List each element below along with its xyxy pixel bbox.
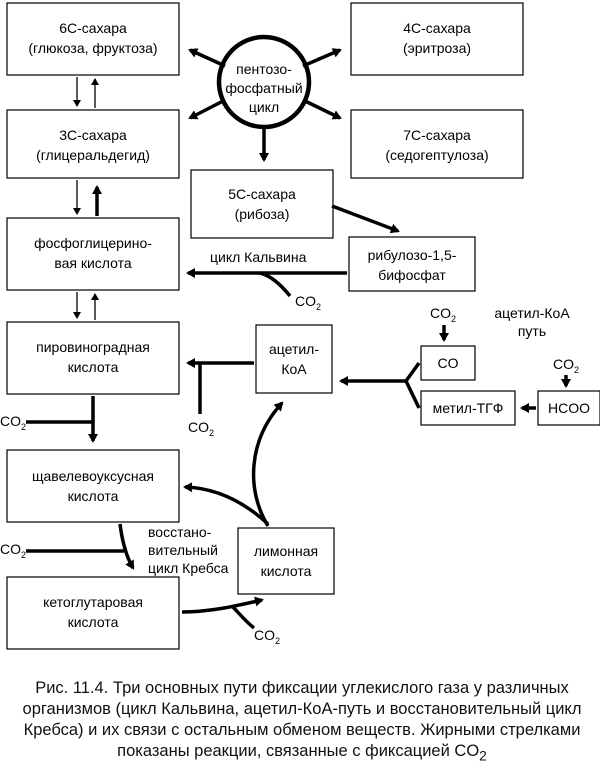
tetroses-line1: 4С-сахара <box>403 20 471 36</box>
rubp-line2: бифосфат <box>378 267 446 283</box>
acetyl-coa-box <box>255 324 333 394</box>
calvin-cycle-label: цикл Кальвина <box>210 249 307 265</box>
formate-box <box>537 390 600 426</box>
hexoses-line1: 6С-сахара <box>59 20 127 36</box>
co2-label-formate: CO2 <box>553 356 579 375</box>
caption-sub: 2 <box>479 748 487 764</box>
arrow-ketoglutarate-to-citrate <box>181 596 264 614</box>
oxaloacetate-line2: кислота <box>68 488 119 504</box>
co2-label-co: CO2 <box>430 305 456 324</box>
citrate-line1: лимонная <box>254 543 318 559</box>
formate-label: HCOO <box>548 400 590 416</box>
co2-label-calvin: CO2 <box>295 293 321 312</box>
citrate-box <box>237 527 335 595</box>
heptoses-line1: 7С-сахара <box>403 127 471 143</box>
rubp-line1: рибулозо-1,5- <box>368 247 457 263</box>
pentoses-line2: (рибоза) <box>235 206 290 222</box>
co-label: CO <box>438 355 459 371</box>
reductive-krebs-label-2: вительный <box>148 542 218 558</box>
pentose-cycle-line2: фосфатный <box>225 80 302 96</box>
methyl-thf-label: метил-ТГФ <box>433 400 504 416</box>
ketoglutarate-box <box>6 576 180 650</box>
trioses-line1: 3С-сахара <box>59 127 127 143</box>
co2-label-oxaloacetate: CO2 <box>0 541 26 560</box>
co-box <box>420 345 476 381</box>
acetyl-coa-line1: ацетил- <box>269 341 319 357</box>
co2-entry-ketoglutarate <box>230 604 256 630</box>
caption-prefix: Рис. 11.4. <box>35 679 109 697</box>
arrow-cycle-to-trioses <box>188 98 226 120</box>
co2-label-pyruvate: CO2 <box>0 413 26 432</box>
co2-label-acetyl: CO2 <box>188 419 214 438</box>
hexoses-box <box>6 2 180 76</box>
citrate-line2: кислота <box>261 563 312 579</box>
rubp-box <box>348 236 476 292</box>
tetroses-box <box>350 2 524 76</box>
merge-from-methyl-thf <box>404 380 421 409</box>
arrow-cycle-to-heptoses <box>302 98 342 120</box>
figure-caption: Рис. 11.4. Три основных пути фиксации уг… <box>12 678 592 766</box>
pga-line2: вая кислота <box>54 255 132 271</box>
pentoses-box <box>190 169 334 239</box>
co2-entry-calvin <box>259 271 292 298</box>
pyruvate-box <box>6 321 180 395</box>
methyl-thf-box <box>420 390 516 426</box>
pentose-cycle-line1: пентозо- <box>236 61 292 77</box>
merge-from-co <box>404 361 421 383</box>
arrow-citrate-to-oxaloacetate <box>183 482 270 526</box>
pyruvate-line2: кислота <box>68 359 119 375</box>
acetyl-coa-line2: КоА <box>281 361 307 377</box>
pga-box <box>6 217 180 291</box>
ketoglutarate-line1: кетоглутаровая <box>43 594 143 610</box>
reductive-krebs-label-1: восстано- <box>148 524 212 540</box>
pyruvate-line1: пировиноградная <box>36 339 150 355</box>
caption-text: Три основных пути фиксации углекислого г… <box>22 679 582 760</box>
metabolic-diagram: 6С-сахара (глюкоза, фруктоза) 4С-сахара … <box>0 2 600 650</box>
arrow-cycle-to-hexoses <box>188 48 226 68</box>
arrow-cycle-to-tetroses <box>302 48 342 68</box>
oxaloacetate-box <box>6 449 180 523</box>
ketoglutarate-line2: кислота <box>68 614 119 630</box>
reductive-krebs-label-3: цикл Кребса <box>148 560 229 576</box>
arrow-pentoses-to-rubp <box>331 204 400 234</box>
trioses-line2: (глицеральдегид) <box>36 147 150 163</box>
heptoses-box <box>350 109 524 179</box>
arrow-oxaloacetate-to-ketoglutarate <box>118 523 135 570</box>
pentose-cycle-circle <box>216 34 312 130</box>
pentose-cycle-line3: цикл <box>249 99 279 115</box>
trioses-box <box>6 109 180 179</box>
co2-label-ketoglutarate: CO2 <box>254 627 280 646</box>
pga-line1: фосфоглицерино- <box>34 235 152 251</box>
pentoses-line1: 5С-сахара <box>228 186 296 202</box>
acetyl-coa-path-label-1: ацетил-КоА <box>494 305 570 321</box>
tetroses-line2: (эритроза) <box>403 40 471 56</box>
oxaloacetate-line1: щавелевоуксусная <box>32 468 154 484</box>
arrow-citrate-to-acetyl <box>251 401 284 527</box>
acetyl-coa-path-label-2: путь <box>518 323 546 339</box>
hexoses-line2: (глюкоза, фруктоза) <box>28 40 157 56</box>
heptoses-line2: (седогептулоза) <box>385 147 488 163</box>
